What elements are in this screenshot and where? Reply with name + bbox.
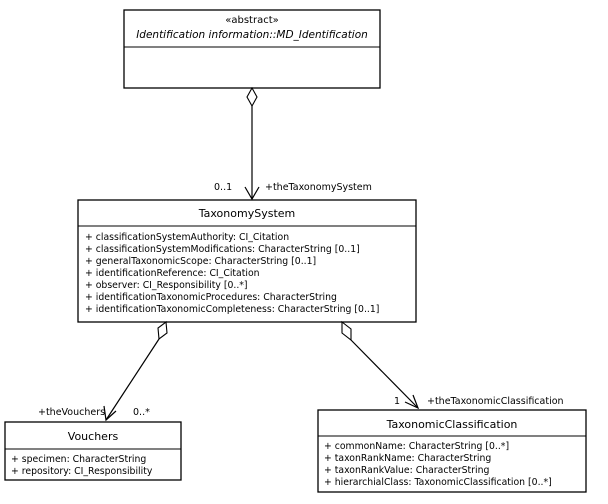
class-taxonomy-system[interactable]: TaxonomySystem + classificationSystemAut… <box>77 199 417 323</box>
class-md-identification[interactable]: «abstract» Identification information::M… <box>123 9 381 89</box>
classification-multiplicity: 1 <box>394 396 400 407</box>
vouchers-multiplicity: 0..* <box>133 407 150 418</box>
md-identification-name: Identification information::MD_Identific… <box>136 29 368 41</box>
attribute-line: + repository: CI_Responsibility <box>11 466 153 477</box>
vouchers-role: +theVouchers <box>38 407 105 418</box>
class-vouchers[interactable]: Vouchers + specimen: CharacterString + r… <box>4 421 182 481</box>
taxonomic-classification-name: TaxonomicClassification <box>386 418 518 431</box>
attribute-line: + specimen: CharacterString <box>11 454 146 465</box>
association-taxonomy-system: 0..1 +theTaxonomySystem <box>214 86 372 201</box>
attribute-line: + classificationSystemAuthority: CI_Cita… <box>85 232 289 243</box>
attribute-line: + identificationReference: CI_Citation <box>85 268 260 279</box>
taxonomic-classification-attributes: + commonName: CharacterString [0..*] + t… <box>324 441 552 488</box>
vouchers-attributes: + specimen: CharacterString + repository… <box>11 454 153 477</box>
vouchers-name: Vouchers <box>68 430 119 443</box>
attribute-line: + identificationTaxonomicProcedures: Cha… <box>85 292 337 303</box>
taxonomy-system-attributes: + classificationSystemAuthority: CI_Cita… <box>85 232 379 315</box>
attribute-line: + taxonRankName: CharacterString <box>324 453 491 464</box>
taxonomy-system-multiplicity: 0..1 <box>214 182 232 193</box>
classification-role: +theTaxonomicClassification <box>427 396 564 407</box>
attribute-line: + classificationSystemModifications: Cha… <box>85 244 360 255</box>
aggregation-diamond <box>246 86 258 108</box>
attribute-line: + commonName: CharacterString [0..*] <box>324 441 509 452</box>
md-identification-stereotype: «abstract» <box>225 15 279 26</box>
aggregation-diamond <box>157 320 168 341</box>
attribute-line: + observer: CI_Responsibility [0..*] <box>85 280 248 291</box>
navigation-arrowhead <box>404 394 420 410</box>
navigation-arrowhead <box>244 186 260 201</box>
class-taxonomic-classification[interactable]: TaxonomicClassification + commonName: Ch… <box>317 409 587 493</box>
attribute-line: + hierarchialClass: TaxonomicClassificat… <box>324 477 552 488</box>
taxonomy-system-role: +theTaxonomySystem <box>265 182 372 193</box>
navigation-arrowhead <box>103 405 117 422</box>
attribute-line: + taxonRankValue: CharacterString <box>324 465 489 476</box>
association-taxonomic-classification: 1 +theTaxonomicClassification <box>341 320 564 410</box>
aggregation-diamond <box>341 320 352 342</box>
association-vouchers: +theVouchers 0..* <box>38 320 168 422</box>
taxonomy-system-name: TaxonomySystem <box>198 207 296 220</box>
attribute-line: + identificationTaxonomicCompleteness: C… <box>85 304 379 315</box>
attribute-line: + generalTaxonomicScope: CharacterString… <box>85 256 316 267</box>
